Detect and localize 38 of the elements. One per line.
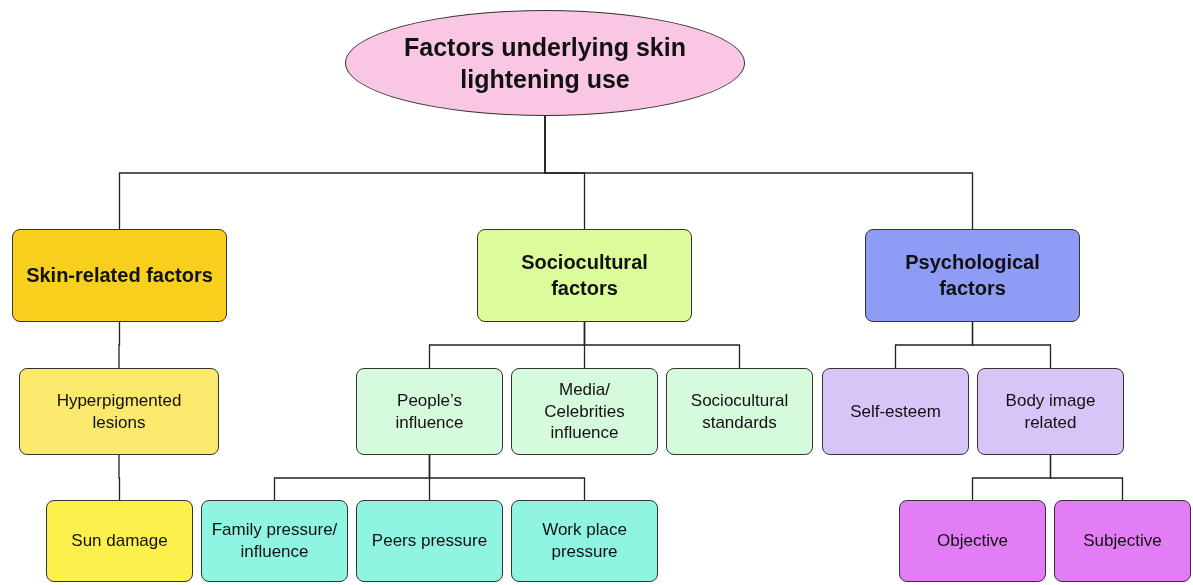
factor-box — [477, 229, 692, 322]
factor-box — [865, 229, 1080, 322]
factor-box — [1054, 500, 1191, 582]
factor-box — [201, 500, 348, 582]
factor-box — [666, 368, 813, 455]
node-label: Media/ Celebrities influence — [543, 378, 626, 445]
connector-line — [583, 321, 741, 369]
node-label: Skin-related factors — [26, 262, 213, 288]
connector-line — [1049, 454, 1124, 501]
node-label: Family pressure/ influence — [210, 519, 339, 563]
connector-line — [544, 115, 974, 230]
factor-box — [511, 368, 658, 455]
node-label: Psychological factors — [904, 249, 1041, 301]
node-label: Work place pressure — [541, 519, 628, 563]
node-label: Peers pressure — [371, 530, 488, 552]
factor-box — [899, 500, 1046, 582]
factor-box — [19, 368, 219, 455]
factor-box — [511, 500, 658, 582]
node-label: Body image related — [1004, 389, 1097, 434]
factor-box — [46, 500, 193, 582]
node-label: Sociocultural factors — [520, 249, 649, 301]
factor-box — [822, 368, 969, 455]
node-label: Subjective — [1083, 530, 1162, 552]
node-label: People’s influence — [394, 389, 465, 434]
connector-line — [118, 321, 121, 369]
node-label: Sun damage — [71, 530, 168, 552]
node-label: Sociocultural standards — [689, 389, 790, 434]
factor-box — [12, 229, 227, 322]
factor-box — [356, 500, 503, 582]
node-label: Hyperpigmented lesions — [55, 389, 183, 434]
connector-line — [971, 321, 1052, 369]
node-label: Factors underlying skin lightening use — [403, 32, 687, 95]
factor-box — [356, 368, 503, 455]
connector-line — [118, 454, 121, 501]
factor-box — [977, 368, 1124, 455]
connector-line — [428, 454, 586, 501]
node-label: Objective — [937, 530, 1008, 552]
node-label: Self-esteem — [850, 400, 941, 423]
